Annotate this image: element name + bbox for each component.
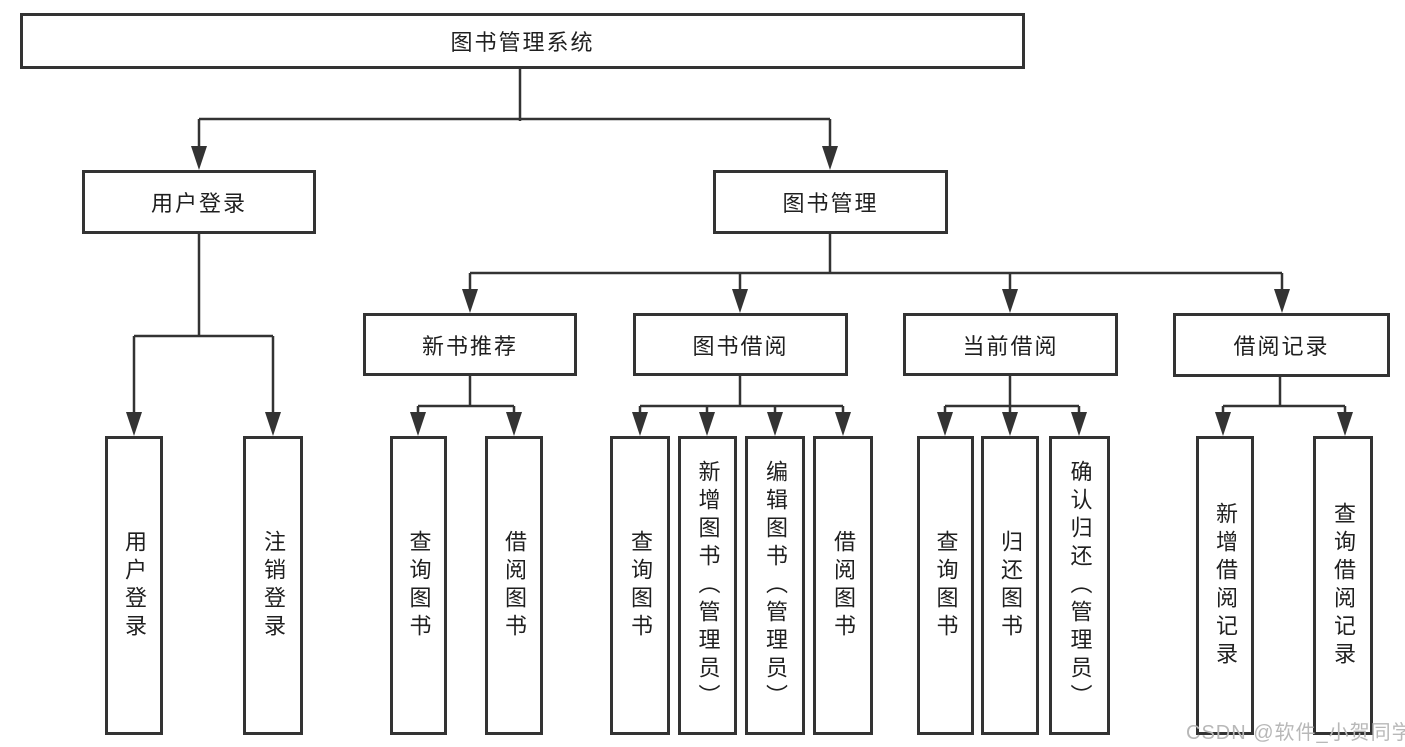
leaf-add-book-admin: 新增图书（管理员） xyxy=(678,436,737,735)
leaf-borrow-books-borrowing: 借阅图书 xyxy=(813,436,873,735)
csdn-watermark: CSDN @软件_小贺同学 xyxy=(1186,722,1405,744)
leaf-add-borrow-record: 新增借阅记录 xyxy=(1196,436,1254,735)
node-library-management-system: 图书管理系统 xyxy=(20,13,1025,69)
node-borrowing-records: 借阅记录 xyxy=(1173,313,1390,377)
arrowheads xyxy=(126,146,1353,436)
leaf-query-books-borrowing: 查询图书 xyxy=(610,436,670,735)
node-book-borrowing: 图书借阅 xyxy=(633,313,848,376)
node-current-borrowing: 当前借阅 xyxy=(903,313,1118,376)
node-book-management: 图书管理 xyxy=(713,170,948,234)
leaf-query-books-recommend: 查询图书 xyxy=(390,436,447,735)
leaf-user-login: 用户登录 xyxy=(105,436,163,735)
leaf-return-books: 归还图书 xyxy=(981,436,1039,735)
node-user-login: 用户登录 xyxy=(82,170,316,234)
leaf-edit-book-admin: 编辑图书（管理员） xyxy=(745,436,805,735)
leaf-logout: 注销登录 xyxy=(243,436,303,735)
node-new-book-recommend: 新书推荐 xyxy=(363,313,577,376)
leaf-borrow-books-recommend: 借阅图书 xyxy=(485,436,543,735)
leaf-query-books-current: 查询图书 xyxy=(917,436,974,735)
leaf-confirm-return-admin: 确认归还（管理员） xyxy=(1049,436,1110,735)
leaf-query-borrow-record: 查询借阅记录 xyxy=(1313,436,1373,735)
